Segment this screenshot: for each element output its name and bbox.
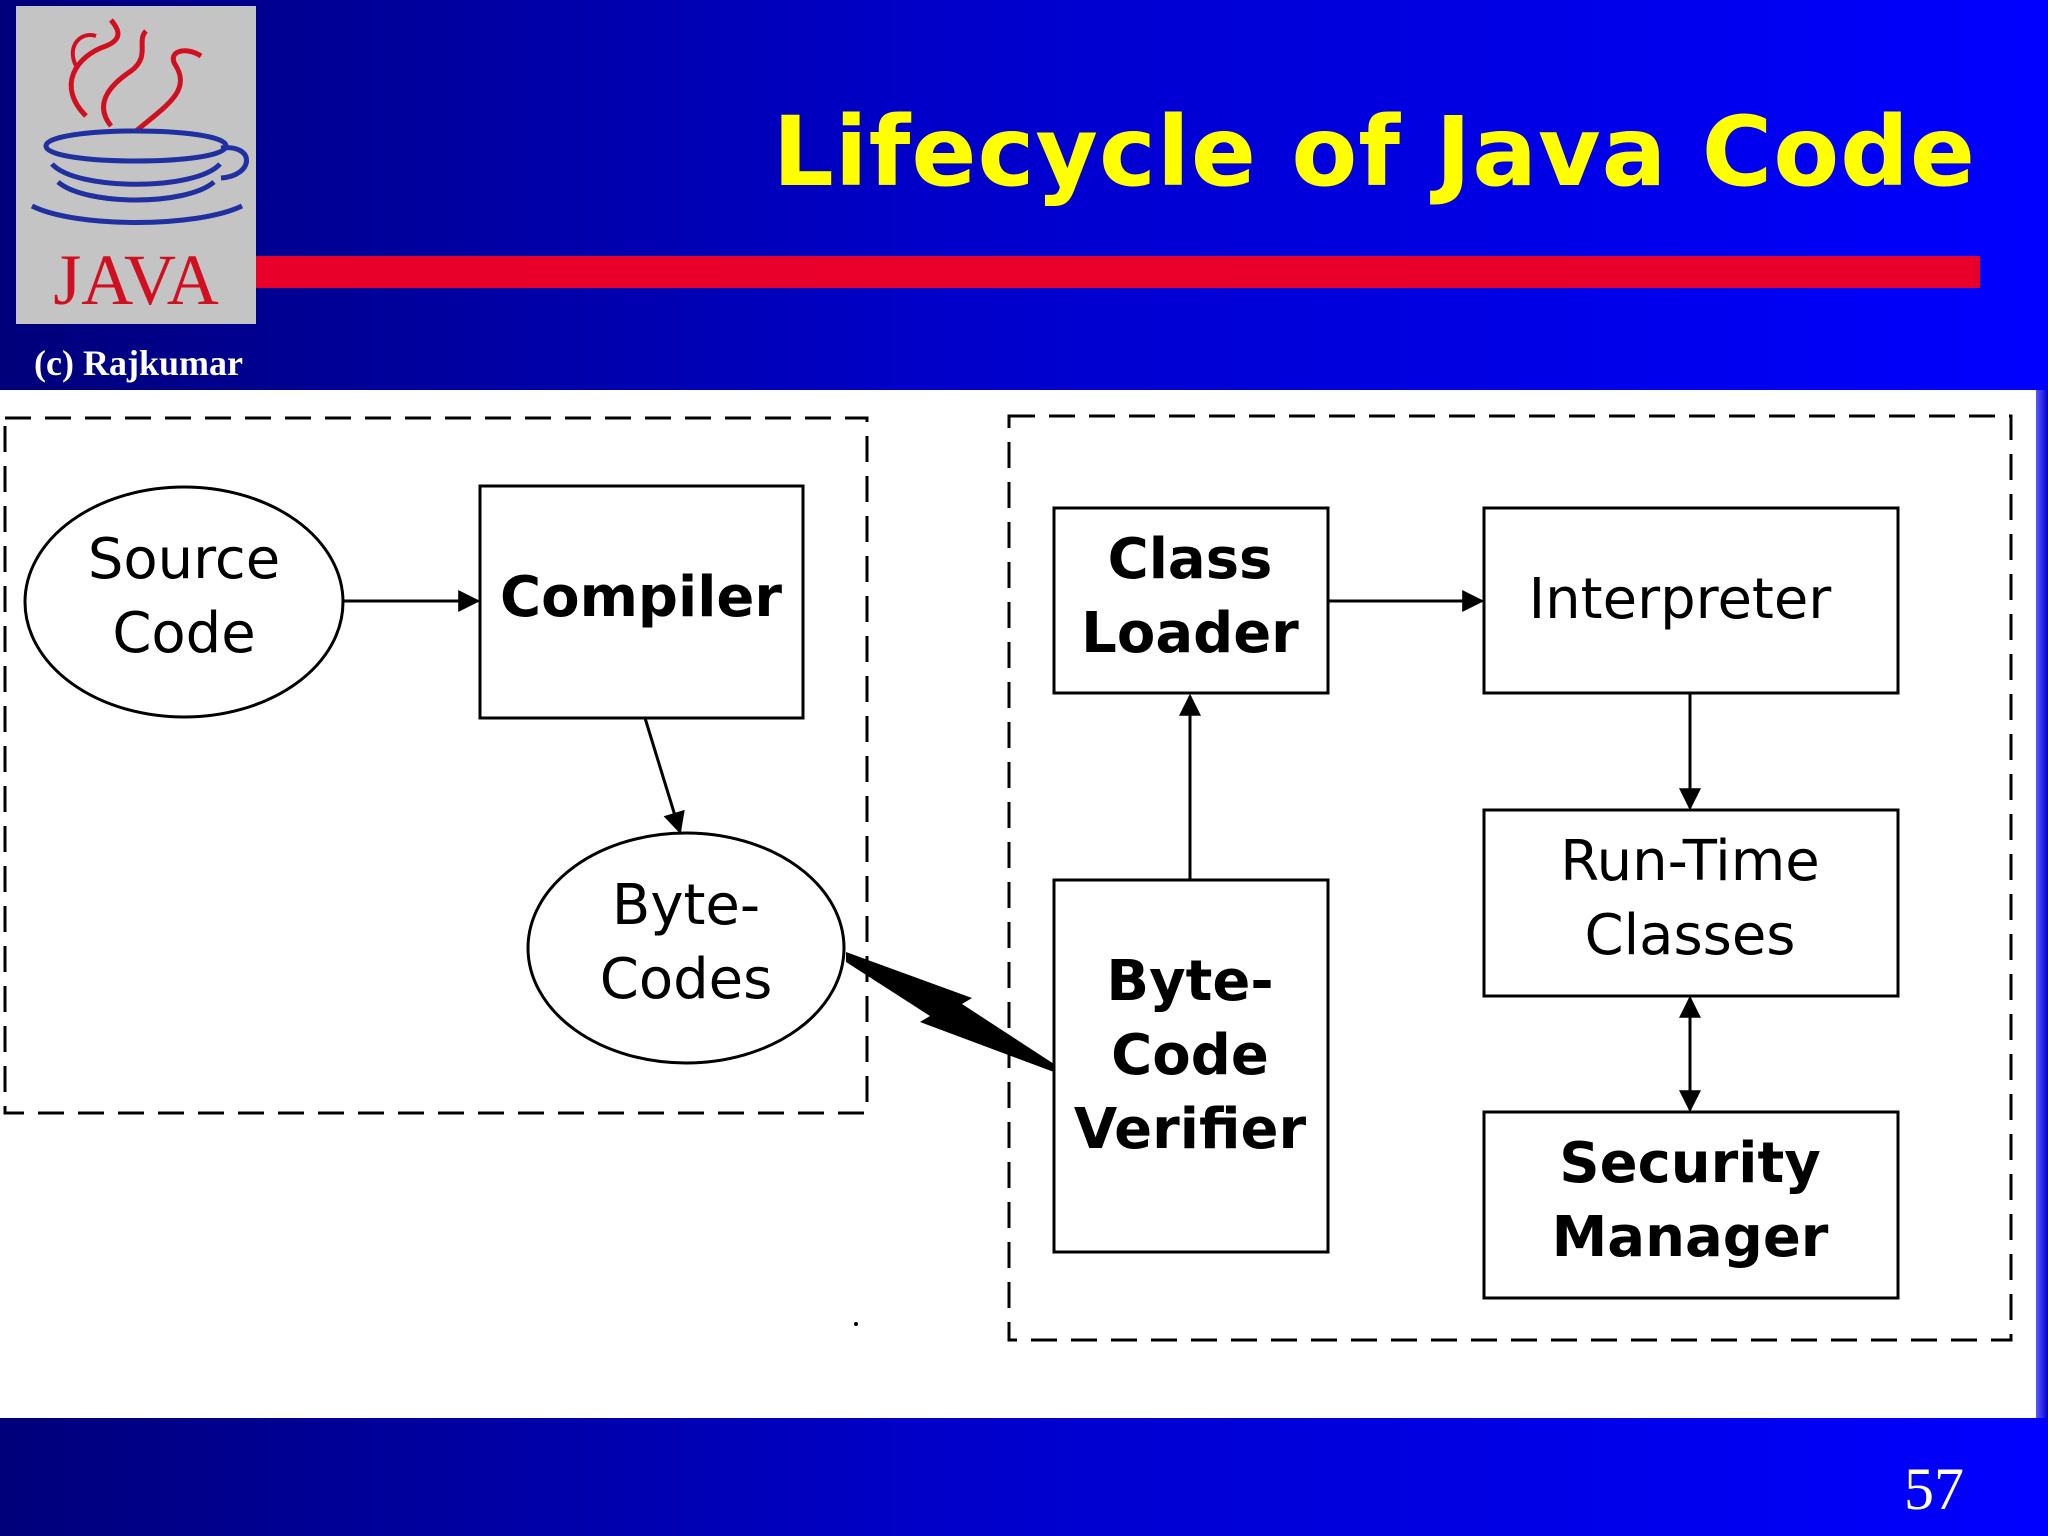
title-underline-bar bbox=[256, 256, 1980, 288]
run-time-classes-label-2: Classes bbox=[1585, 903, 1796, 968]
byte-code-verifier-node bbox=[1052, 878, 1330, 1254]
class-loader-node bbox=[1052, 506, 1330, 695]
class-loader-label-1: Class bbox=[1108, 527, 1273, 592]
run-time-classes-node bbox=[1482, 808, 1900, 998]
arrow-compiler-to-bytecodes bbox=[643, 717, 685, 835]
java-coffee-cup-icon: JAVA bbox=[30, 18, 249, 320]
byte-codes-label-1: Byte- bbox=[612, 873, 760, 938]
interpreter-node bbox=[1482, 506, 1900, 695]
byte-code-verifier-label-3: Verifier bbox=[1074, 1097, 1307, 1162]
security-manager-node bbox=[1482, 1110, 1900, 1300]
source-code-label-2: Code bbox=[112, 601, 255, 666]
class-loader-label-2: Loader bbox=[1081, 601, 1299, 666]
compiler-node bbox=[478, 484, 805, 720]
compiler-label: Compiler bbox=[500, 565, 782, 630]
right-edge-strip bbox=[2036, 390, 2048, 1418]
security-manager-label-2: Manager bbox=[1552, 1205, 1829, 1270]
interpreter-label: Interpreter bbox=[1529, 567, 1833, 632]
byte-code-verifier-label-2: Code bbox=[1111, 1023, 1269, 1088]
byte-codes-node bbox=[526, 831, 846, 1065]
slide-title: Lifecycle of Java Code bbox=[772, 96, 1976, 208]
compile-time-group bbox=[3, 416, 869, 1115]
copyright-text: (c) Rajkumar bbox=[34, 343, 243, 383]
run-time-group bbox=[1007, 414, 2013, 1342]
source-code-label-1: Source bbox=[88, 527, 280, 592]
stray-dot bbox=[854, 1322, 858, 1326]
byte-codes-label-2: Codes bbox=[600, 947, 773, 1012]
header-banner bbox=[0, 0, 2048, 390]
page-number: 57 bbox=[1904, 1456, 1964, 1522]
java-logo-text: JAVA bbox=[53, 240, 218, 320]
byte-code-verifier-label-1: Byte- bbox=[1106, 949, 1273, 1014]
run-time-classes-label-1: Run-Time bbox=[1560, 829, 1820, 894]
security-manager-label-1: Security bbox=[1559, 1131, 1820, 1196]
network-lightning-connector bbox=[846, 952, 1054, 1072]
footer-banner bbox=[0, 1418, 2048, 1536]
java-logo: JAVA bbox=[16, 6, 256, 324]
